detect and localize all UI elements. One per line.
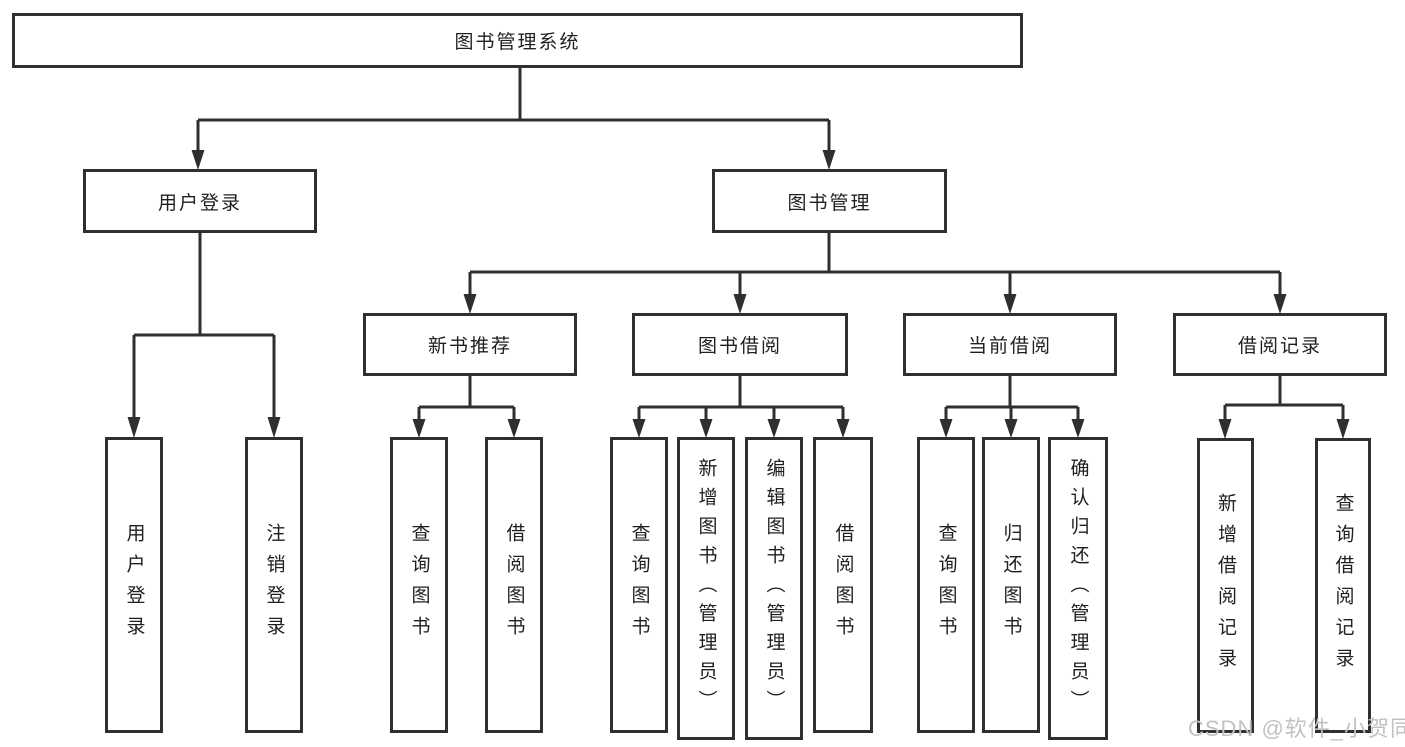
leaf-edit-books-admin: 编辑图书（管理员）	[745, 437, 803, 740]
leaf-user-login: 用户登录	[105, 437, 163, 733]
leaf-return-books: 归还图书	[982, 437, 1040, 733]
leaf-logout: 注销登录	[245, 437, 303, 733]
node-new-book-recommendation: 新书推荐	[363, 313, 577, 376]
connector-user-login-to-leaves	[127, 233, 281, 438]
leaf-borrow-books-recommend: 借阅图书	[485, 437, 543, 733]
leaf-query-books-borrow: 查询图书	[610, 437, 668, 733]
connector-root-to-level1	[191, 68, 836, 170]
connector-borrowing-records-to-leaves	[1218, 376, 1350, 439]
node-borrowing-records: 借阅记录	[1173, 313, 1387, 376]
node-user-login: 用户登录	[83, 169, 317, 233]
node-book-management: 图书管理	[712, 169, 947, 233]
connector-current-borrowing-to-leaves	[939, 376, 1085, 438]
leaf-add-borrow-record: 新增借阅记录	[1197, 438, 1254, 733]
node-current-borrowing: 当前借阅	[903, 313, 1117, 376]
leaf-query-books-current: 查询图书	[917, 437, 975, 733]
connector-new-book-recommendation-to-leaves	[412, 376, 521, 438]
leaf-borrow-books: 借阅图书	[813, 437, 873, 733]
leaf-query-books-recommend: 查询图书	[390, 437, 448, 733]
node-library-management-system: 图书管理系统	[12, 13, 1023, 68]
csdn-watermark: CSDN @软件_小贺同学	[1188, 716, 1405, 741]
node-book-borrowing: 图书借阅	[632, 313, 848, 376]
leaf-query-borrow-record: 查询借阅记录	[1315, 438, 1371, 733]
leaf-confirm-return-admin: 确认归还（管理员）	[1048, 437, 1108, 740]
connector-book-borrowing-to-leaves	[632, 376, 850, 438]
leaf-add-books-admin: 新增图书（管理员）	[677, 437, 735, 740]
connector-book-management-to-level2	[463, 233, 1287, 314]
